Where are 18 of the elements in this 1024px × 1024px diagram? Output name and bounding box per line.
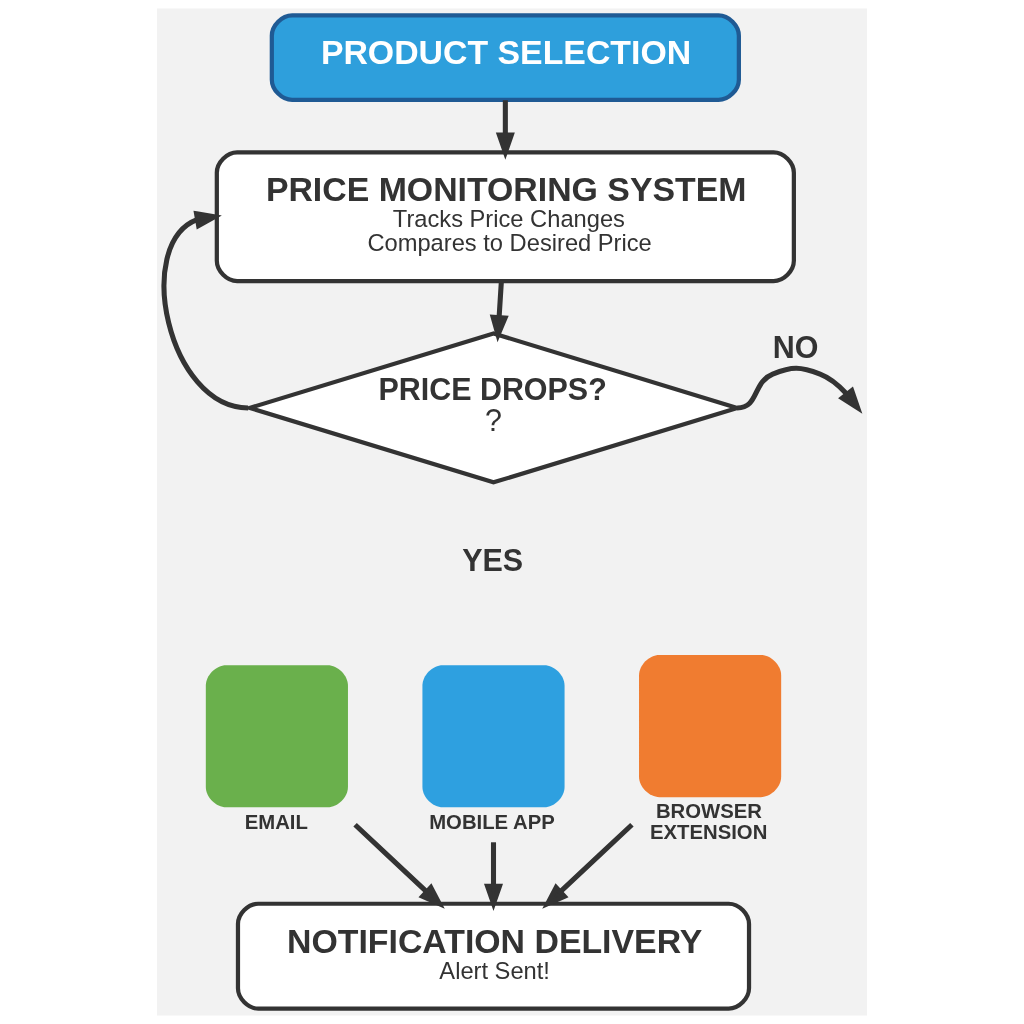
node-label: EMAIL: [244, 810, 308, 833]
node-label: BROWSER EXTENSION: [650, 800, 768, 843]
node-box: [422, 665, 565, 808]
edge-label: NO: [772, 329, 819, 364]
arrow: [495, 100, 515, 160]
arrow: [484, 842, 503, 911]
node-box: PRICE MONITORING SYSTEM Tracks Price Changes Compares to Desired Price: [214, 150, 796, 284]
node-box: NOTIFICATION DELIVERY Alert Sent!: [235, 901, 752, 1011]
arrow: [736, 365, 863, 414]
arrow: [489, 281, 509, 343]
arrow: [353, 822, 445, 909]
arrow: [542, 822, 634, 909]
node-box: PRODUCT SELECTION: [269, 13, 741, 103]
arrow: [161, 210, 249, 411]
label: YES: [462, 543, 524, 578]
node-box: [205, 665, 348, 808]
node-label: MOBILE APP: [429, 810, 555, 833]
node-box: [639, 655, 782, 798]
